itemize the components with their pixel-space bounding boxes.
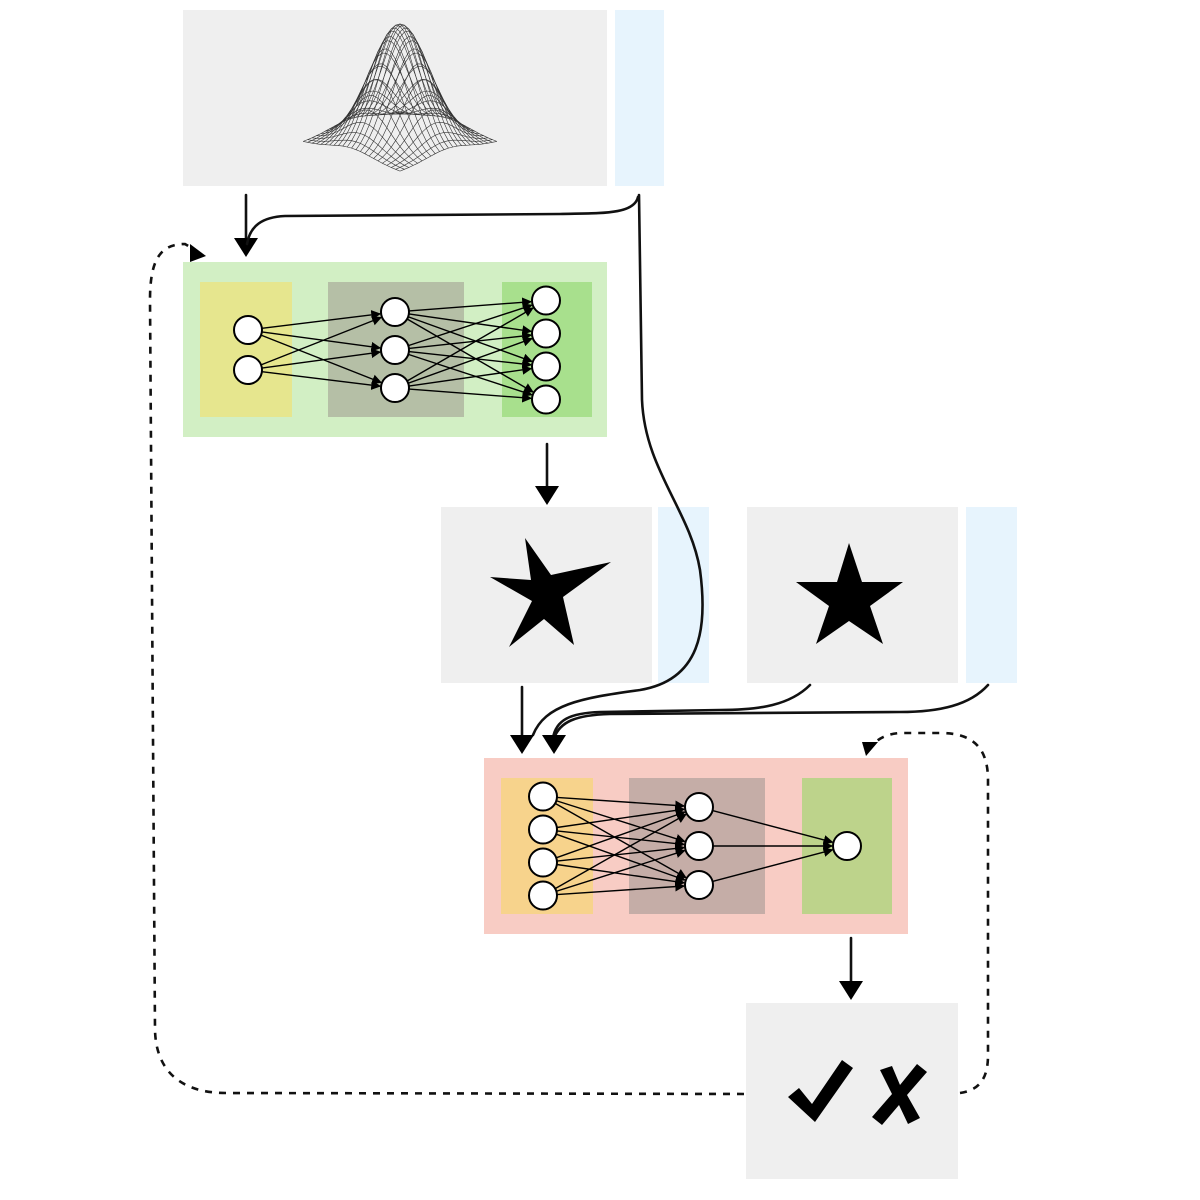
surface-gridline	[347, 27, 445, 150]
discriminator-connection	[556, 848, 686, 892]
gaussian-surface-icon	[303, 23, 497, 172]
generator-neuron	[531, 351, 561, 382]
discriminator-connection	[556, 881, 686, 896]
surface-gridline	[382, 90, 480, 145]
generator-connection	[408, 313, 533, 335]
real-to-discriminator-arrowhead	[542, 735, 566, 754]
generator-neuron	[531, 318, 561, 349]
feedback-to-generator-arrowhead	[190, 244, 206, 262]
generator-connection	[408, 331, 533, 350]
discriminator-neuron	[528, 781, 558, 812]
generator-connection	[408, 365, 533, 387]
generator-connection	[260, 334, 382, 384]
discriminator-connection	[712, 809, 834, 845]
generator-connection	[260, 316, 382, 366]
discriminator-neuron	[684, 831, 714, 861]
discriminator-connection	[555, 833, 686, 882]
discriminator-connection	[556, 843, 686, 862]
discriminator-neuron	[528, 880, 558, 911]
generator-to-fake-arrowhead	[535, 486, 559, 505]
discriminator-neuron	[528, 814, 558, 845]
verdict-panel	[746, 1003, 958, 1179]
generator-network	[183, 262, 607, 437]
surface-gridline	[360, 30, 458, 147]
generator-connection	[408, 297, 533, 312]
generator-connection	[261, 310, 382, 329]
generator-connection	[407, 336, 533, 384]
feedback-to-discriminator-arrowhead	[862, 742, 878, 756]
surface-gridline	[320, 109, 418, 164]
generator-connection	[407, 316, 533, 364]
fake-condition-strip	[658, 507, 709, 683]
surface-gridline	[311, 132, 409, 168]
discriminator-neurons	[528, 781, 862, 911]
generator-neuron	[531, 384, 561, 415]
cross-mark-icon	[872, 1064, 927, 1125]
surface-gridline	[373, 66, 471, 146]
distorted-star-icon	[490, 538, 611, 647]
discriminator-connection	[556, 863, 686, 887]
discriminator-connection	[556, 830, 686, 849]
generator-neurons	[233, 285, 561, 415]
star-icon	[796, 543, 903, 644]
generator-connection	[261, 331, 382, 352]
check-mark-icon	[788, 1060, 853, 1122]
discriminator-neuron	[528, 847, 558, 878]
discriminator-connection	[556, 805, 686, 829]
discriminator-neuron	[684, 792, 714, 822]
generator-connection	[261, 371, 382, 390]
generator-connection	[408, 388, 533, 403]
discriminator-connection	[554, 802, 687, 879]
surface-gridline	[329, 79, 427, 159]
generator-input-layer	[200, 282, 292, 417]
surface-gridline	[355, 24, 454, 148]
generator-neuron	[380, 335, 410, 365]
generator-neuron	[380, 373, 410, 403]
condition-to-discriminator-arrow	[531, 193, 704, 737]
discriminator-neuron	[832, 831, 862, 861]
feedback-to-discriminator-arrow	[868, 731, 990, 1095]
discriminator-to-verdict-arrowhead	[839, 981, 863, 1000]
generator-connection	[408, 303, 533, 347]
surface-gridline	[342, 36, 440, 152]
surface-gridline	[395, 112, 493, 143]
discriminator-neuron	[684, 870, 714, 900]
surface-gridline	[307, 139, 405, 170]
discriminator-connection	[712, 847, 834, 883]
generator-connection	[408, 350, 533, 369]
discriminator-connection	[554, 813, 687, 890]
generator-neuron	[233, 355, 263, 385]
surface-gridline	[399, 111, 497, 142]
noise-condition-strip	[615, 10, 664, 186]
real-condition-strip	[966, 507, 1017, 683]
generator-connections	[260, 297, 534, 403]
real-condition-to-discriminator-arrow	[552, 683, 990, 740]
discriminator-connection	[556, 800, 686, 844]
real-to-discriminator-arrow	[551, 683, 812, 740]
generator-neuron	[380, 297, 410, 327]
discriminator-connections	[554, 796, 834, 896]
generator-connection	[406, 318, 534, 393]
generator-connection	[261, 348, 382, 369]
surface-gridline	[325, 95, 423, 162]
surface-gridline	[369, 52, 467, 146]
noise-to-generator-arrowhead	[234, 238, 258, 257]
condition-to-generator-arrow	[245, 195, 640, 246]
surface-gridline	[386, 100, 484, 145]
generator-connection	[408, 353, 533, 397]
surface-gridline	[351, 23, 449, 149]
fake-to-discriminator-arrowhead	[510, 735, 534, 754]
generator-neuron	[531, 285, 561, 316]
surface-gridline	[338, 48, 436, 154]
discriminator-connection	[556, 796, 686, 811]
discriminator-connection	[555, 810, 686, 859]
surface-gridline	[364, 40, 462, 146]
discriminator-network	[484, 758, 908, 934]
feedback-to-generator-arrow	[148, 242, 745, 1096]
surface-gridline	[303, 141, 401, 172]
surface-gridline	[316, 121, 414, 166]
generator-connection	[406, 307, 534, 382]
generator-neuron	[233, 315, 263, 345]
